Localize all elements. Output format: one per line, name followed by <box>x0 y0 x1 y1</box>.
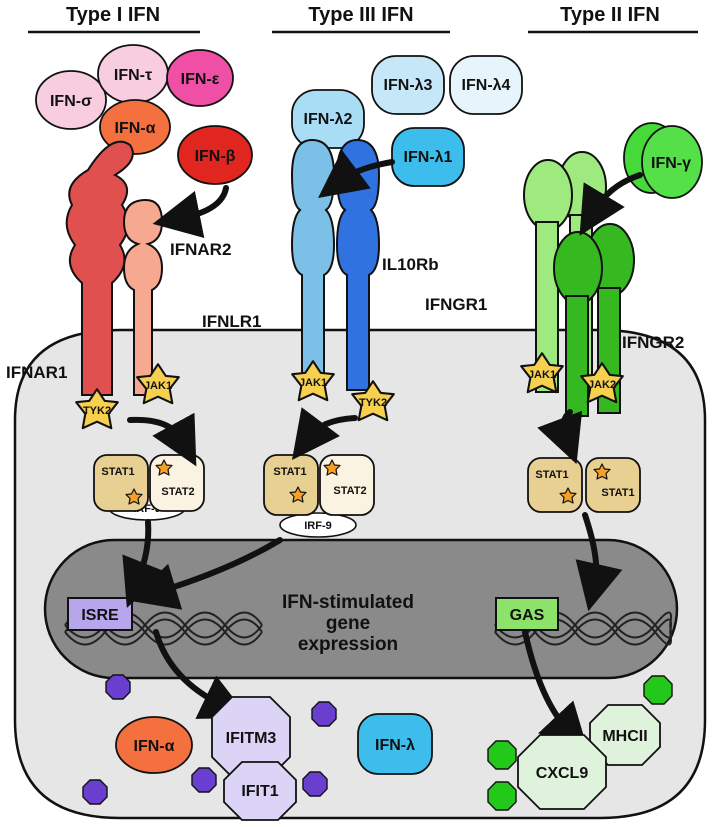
nucleus-label-line3: expression <box>298 634 398 655</box>
product-ifn-lambda: IFN-λ <box>357 713 433 775</box>
svg-text:STAT2: STAT2 <box>161 486 194 498</box>
svg-text:IFN-ε: IFN-ε <box>181 71 220 88</box>
ligand-ifn-lambda1: IFN-λ1 <box>391 127 465 187</box>
purple-octagon-2 <box>82 779 108 805</box>
label-ifngr2: IFNGR2 <box>622 333 684 352</box>
svg-text:IFN-λ4: IFN-λ4 <box>462 77 511 94</box>
green-octagon-1 <box>643 675 673 705</box>
svg-text:IFN-β: IFN-β <box>195 148 236 165</box>
ligand-ifn-beta: IFN-β <box>177 125 253 185</box>
svg-text:ISRE: ISRE <box>81 607 119 624</box>
green-octagon-3 <box>487 781 517 811</box>
stat1-type1: STAT1 <box>93 454 149 512</box>
product-ifit1: IFIT1 <box>223 761 297 821</box>
svg-text:IFN-λ2: IFN-λ2 <box>304 111 353 128</box>
product-ifitm3: IFITM3 <box>211 696 291 778</box>
gas-element: GAS <box>495 597 559 631</box>
svg-text:CXCL9: CXCL9 <box>536 765 589 782</box>
svg-text:IFN-τ: IFN-τ <box>114 67 152 84</box>
purple-octagon-3 <box>311 701 337 727</box>
ligand-ifn-sigma: IFN-σ <box>35 70 107 130</box>
ligand-ifn-lambda4: IFN-λ4 <box>449 55 523 115</box>
svg-text:Type I IFN: Type I IFN <box>66 4 160 26</box>
nucleus-label-line2: gene <box>326 613 370 634</box>
label-ifnlr1: IFNLR1 <box>202 312 262 331</box>
svg-text:STAT1: STAT1 <box>535 469 568 481</box>
label-tyk2-type3: TYK2 <box>359 397 387 409</box>
svg-text:Type II IFN: Type II IFN <box>560 4 660 26</box>
ligand-ifn-alpha: IFN-α <box>99 99 171 155</box>
product-mhcii: MHCII <box>589 704 661 766</box>
svg-text:IFITM3: IFITM3 <box>226 730 277 747</box>
svg-text:IFN-λ1: IFN-λ1 <box>404 149 453 166</box>
label-jak1-type3: JAK1 <box>299 377 327 389</box>
svg-text:IFIT1: IFIT1 <box>241 783 278 800</box>
svg-text:STAT1: STAT1 <box>273 466 306 478</box>
svg-text:GAS: GAS <box>510 607 545 624</box>
stat1-type3: STAT1 <box>263 454 319 516</box>
stat2-type1: STAT2 <box>149 454 205 512</box>
ligand-ifn-epsilon: IFN-ε <box>166 49 234 107</box>
green-octagon-2 <box>487 740 517 770</box>
ligand-ifn-lambda3: IFN-λ3 <box>371 55 445 115</box>
svg-text:IFN-α: IFN-α <box>134 738 175 755</box>
svg-text:IFN-λ3: IFN-λ3 <box>384 77 433 94</box>
stat2-type3: STAT2 <box>319 454 375 516</box>
svg-text:IFN-σ: IFN-σ <box>50 93 92 110</box>
svg-text:Type III IFN: Type III IFN <box>308 4 413 26</box>
product-cxcl9: CXCL9 <box>517 734 607 810</box>
product-ifn-alpha: IFN-α <box>115 716 193 774</box>
header-type-iii-ifn: Type III IFN <box>272 4 450 34</box>
purple-octagon-4 <box>191 767 217 793</box>
label-il10rb: IL10Rb <box>382 255 439 274</box>
nucleus-label-line1: IFN-stimulated <box>282 592 414 613</box>
isre-element: ISRE <box>67 597 133 631</box>
svg-text:IFN-α: IFN-α <box>115 120 156 137</box>
label-jak2-type2: JAK2 <box>588 379 616 391</box>
irf9-type3: IRF-9 <box>279 512 357 538</box>
label-ifnar1: IFNAR1 <box>6 363 67 382</box>
receptor-ifngr2 <box>553 223 635 417</box>
label-jak1-type2: JAK1 <box>528 369 556 381</box>
label-jak1-type1: JAK1 <box>144 380 172 392</box>
purple-octagon-5 <box>302 771 328 797</box>
ligand-ifn-lambda2: IFN-λ2 <box>291 89 365 149</box>
header-type-ii-ifn: Type II IFN <box>528 4 698 34</box>
svg-text:MHCII: MHCII <box>602 728 647 745</box>
svg-text:IRF-9: IRF-9 <box>304 520 332 532</box>
svg-text:STAT2: STAT2 <box>333 485 366 497</box>
receptor-ifnar1 <box>65 140 134 396</box>
purple-octagon-1 <box>105 674 131 700</box>
label-tyk2-type1: TYK2 <box>83 405 111 417</box>
svg-text:STAT1: STAT1 <box>601 487 634 499</box>
stat1-type2-right: STAT1 <box>585 457 641 513</box>
svg-text:IFN-γ: IFN-γ <box>651 155 691 172</box>
header-type-i-ifn: Type I IFN <box>28 4 200 34</box>
svg-text:STAT1: STAT1 <box>101 466 134 478</box>
label-ifnar2: IFNAR2 <box>170 240 231 259</box>
signal-arrows <box>122 150 643 752</box>
ligand-ifn-tau: IFN-τ <box>97 44 169 104</box>
stat1-type2-left: STAT1 <box>527 457 583 513</box>
svg-text:IFN-λ: IFN-λ <box>375 737 415 754</box>
ligand-ifn-gamma: IFN-γ <box>623 122 703 199</box>
label-ifngr1: IFNGR1 <box>425 295 487 314</box>
